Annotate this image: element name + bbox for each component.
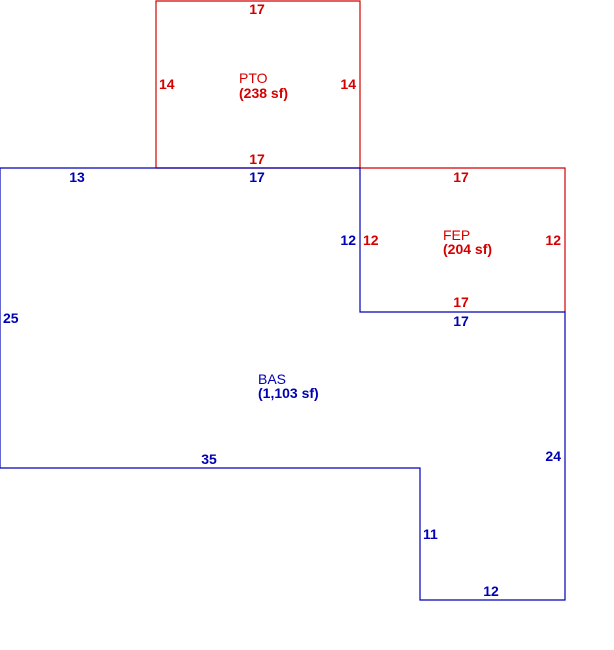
fep-right-dimension: 12 xyxy=(545,232,561,248)
bas-outline xyxy=(0,167,566,601)
pto-top-dimension: 17 xyxy=(249,1,265,17)
bas-notch-bottom-dimension: 17 xyxy=(453,313,469,329)
bas-bottom-left-dimension: 35 xyxy=(201,451,217,467)
bas-top-left-dimension: 13 xyxy=(69,169,85,185)
pto-code-label: PTO xyxy=(239,70,268,86)
fep-outline xyxy=(360,167,566,312)
bas-size-label: (1,103 sf) xyxy=(258,385,319,401)
bas-step-vertical-dimension: 11 xyxy=(423,526,438,542)
bas-top-middle-dimension: 17 xyxy=(249,169,265,185)
pto-area: 17 14 14 17 PTO (238 sf) xyxy=(155,0,361,169)
fep-area: 17 12 12 17 FEP (204 sf) xyxy=(360,167,566,312)
bas-code-label: BAS xyxy=(258,371,286,387)
fep-top-dimension: 17 xyxy=(453,169,469,185)
bas-right-dimension: 24 xyxy=(545,448,561,464)
pto-right-dimension: 14 xyxy=(340,76,356,92)
fep-size-label: (204 sf) xyxy=(443,241,492,257)
fep-code-label: FEP xyxy=(443,227,470,243)
fep-bottom-dimension: 17 xyxy=(453,294,469,310)
pto-bottom-dimension: 17 xyxy=(249,151,265,167)
bas-notch-left-dimension: 12 xyxy=(340,232,356,248)
pto-outline xyxy=(155,0,361,168)
pto-left-dimension: 14 xyxy=(159,76,175,92)
bas-bottom-right-dimension: 12 xyxy=(483,583,499,599)
pto-size-label: (238 sf) xyxy=(239,85,288,101)
bas-area: 13 17 12 17 25 35 24 11 12 BAS (1,103 sf… xyxy=(0,167,566,601)
bas-left-dimension: 25 xyxy=(3,310,19,326)
fep-left-dimension: 12 xyxy=(363,232,379,248)
